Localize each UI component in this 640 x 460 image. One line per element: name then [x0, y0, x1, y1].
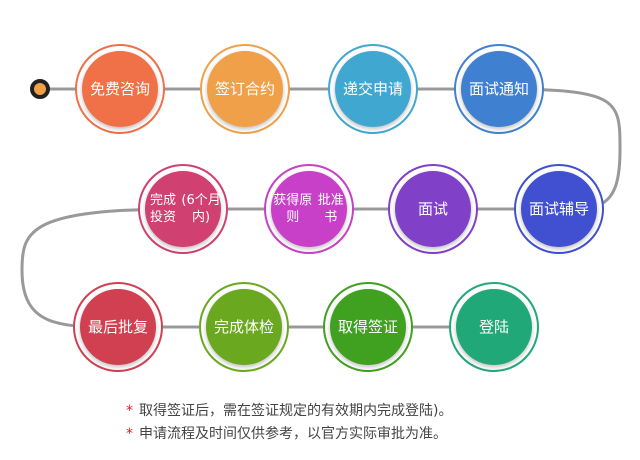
step-label: 免费咨询 — [82, 51, 158, 127]
note-2: *申请流程及时间仅供参考，以官方实际审批为准。 — [126, 426, 447, 442]
step-line1: 完成 — [213, 317, 244, 336]
step-node: 完成体检 — [199, 282, 289, 372]
step-node: 面试通知 — [454, 44, 544, 134]
step-label: 面试 — [395, 171, 471, 247]
step-line1: 面试 — [528, 199, 559, 218]
start-dot — [30, 79, 50, 99]
step-line1: 签订 — [214, 79, 245, 98]
step-label: 面试通知 — [461, 51, 537, 127]
step-node: 完成投资(6个月内) — [138, 164, 228, 254]
step-label: 最后批复 — [80, 289, 156, 365]
step-node: 获得原则批准书 — [264, 164, 354, 254]
step-line1: 免费 — [89, 79, 120, 98]
step-node: 签订合约 — [200, 44, 290, 134]
step-label: 完成体检 — [206, 289, 282, 365]
step-node: 面试辅导 — [514, 164, 604, 254]
step-label: 完成投资(6个月内) — [145, 171, 221, 247]
step-line1: 完成投资 — [150, 193, 177, 225]
step-line1: 面试 — [417, 199, 448, 218]
step-label: 签订合约 — [207, 51, 283, 127]
step-line2: 批复 — [118, 317, 149, 336]
step-line1: 递交 — [342, 79, 373, 98]
step-node: 递交申请 — [328, 44, 418, 134]
step-label: 面试辅导 — [521, 171, 597, 247]
notes: *取得签证后，需在签证规定的有效期内完成登陆)。 *申请流程及时间仅供参考，以官… — [126, 400, 452, 446]
step-line2: (6个月内) — [181, 193, 221, 225]
step-line1: 面试 — [468, 79, 499, 98]
step-line1: 最后 — [87, 317, 118, 336]
note-1: *取得签证后，需在签证规定的有效期内完成登陆)。 — [126, 403, 453, 419]
step-node: 面试 — [388, 164, 478, 254]
step-line2: 辅导 — [559, 199, 590, 218]
step-node: 免费咨询 — [75, 44, 165, 134]
step-line1: 获得原则 — [273, 193, 313, 225]
step-line2: 体检 — [244, 317, 275, 336]
step-line1: 取得 — [337, 317, 368, 336]
step-label: 获得原则批准书 — [271, 171, 347, 247]
step-label: 登陆 — [456, 289, 532, 365]
step-line2: 签证 — [368, 317, 399, 336]
step-line2: 咨询 — [120, 79, 151, 98]
step-line2: 通知 — [499, 79, 530, 98]
step-node: 登陆 — [449, 282, 539, 372]
step-line1: 登陆 — [478, 317, 509, 336]
step-label: 递交申请 — [335, 51, 411, 127]
step-line2: 批准书 — [317, 193, 344, 225]
step-node: 最后批复 — [73, 282, 163, 372]
step-label: 取得签证 — [330, 289, 406, 365]
step-line2: 申请 — [373, 79, 404, 98]
step-line2: 合约 — [245, 79, 276, 98]
step-node: 取得签证 — [323, 282, 413, 372]
